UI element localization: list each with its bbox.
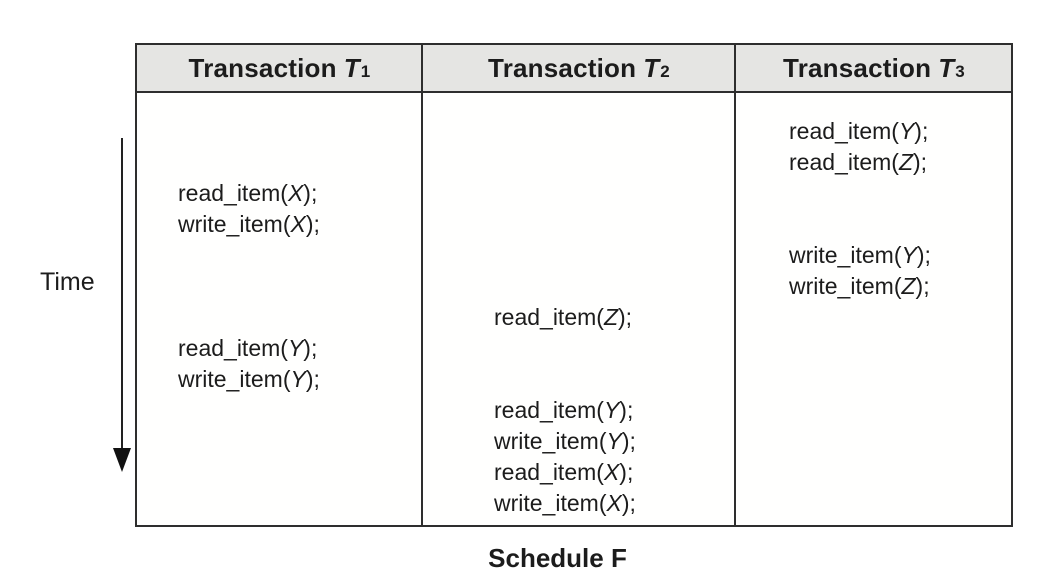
operation-action: read_item: [789, 149, 892, 175]
transaction-t2-column: read_item(Z); read_item(Y); write_item(Y);…: [423, 93, 736, 525]
header-label: Transaction: [188, 52, 337, 83]
operation-line: write_item(Z);: [789, 273, 930, 299]
operation-action: write_item: [494, 428, 599, 454]
operation-line: write_item(X);: [178, 211, 320, 237]
operation-operand: Y: [603, 397, 620, 423]
operation-action: read_item: [789, 118, 892, 144]
operation-action: read_item: [178, 180, 281, 206]
operation-action: write_item: [789, 242, 894, 268]
transaction-symbol: T: [643, 52, 660, 83]
operation-operand: X: [606, 490, 622, 516]
operation-action: write_item: [178, 366, 283, 392]
table-body: read_item(X); write_item(X); read_item(Y);…: [137, 93, 1011, 525]
operation-operand: Y: [898, 118, 915, 144]
transaction-symbol: T: [343, 52, 360, 83]
operation-operand: X: [290, 211, 306, 237]
operation-action: write_item: [178, 211, 283, 237]
operation-line: write_item(X);: [494, 490, 636, 516]
operation-operand: X: [287, 180, 304, 206]
operation-action: read_item: [178, 335, 281, 361]
operation-operand: Y: [901, 242, 917, 268]
operation-line: read_item(Z);: [494, 304, 633, 330]
operation-operand: Y: [287, 335, 304, 361]
operation-line: read_item(Y);: [494, 397, 634, 423]
header-label: Transaction: [488, 52, 637, 83]
operation-operand: Z: [901, 273, 916, 299]
transaction-t1-column: read_item(X); write_item(X); read_item(Y);…: [137, 93, 423, 525]
time-axis-label: Time: [40, 268, 95, 296]
operation-line: read_item(Y);: [178, 335, 318, 361]
figure-caption: Schedule F: [488, 543, 627, 573]
operation-operand: Y: [290, 366, 306, 392]
t3-operations: read_item(Y); read_item(Z); write_item(Y);…: [736, 116, 1011, 525]
operation-action: read_item: [494, 304, 597, 330]
operation-operand: Y: [606, 428, 622, 454]
operation-action: write_item: [494, 490, 599, 516]
header-label: Transaction: [783, 52, 932, 83]
transaction-t3-column: read_item(Y); read_item(Z); write_item(Y);…: [736, 93, 1011, 525]
operation-action: read_item: [494, 459, 597, 485]
operation-action: read_item: [494, 397, 597, 423]
time-arrow: [121, 138, 123, 450]
operation-line: read_item(X);: [178, 180, 318, 206]
operation-line: read_item(X);: [494, 459, 634, 485]
arrow-down-icon: [113, 448, 131, 472]
operation-line: read_item(Y);: [789, 118, 929, 144]
operation-line: write_item(Y);: [789, 242, 931, 268]
operation-line: read_item(Z);: [789, 149, 928, 175]
operation-operand: Z: [898, 149, 914, 175]
operation-operand: X: [603, 459, 620, 485]
transaction-symbol: T: [938, 52, 955, 83]
operation-action: write_item: [789, 273, 894, 299]
operation-operand: Z: [603, 304, 619, 330]
t2-operations: read_item(Z); read_item(Y); write_item(Y);…: [423, 116, 734, 525]
operation-line: write_item(Y);: [494, 428, 636, 454]
operation-line: write_item(Y);: [178, 366, 320, 392]
t1-operations: read_item(X); write_item(X); read_item(Y);…: [137, 116, 421, 525]
